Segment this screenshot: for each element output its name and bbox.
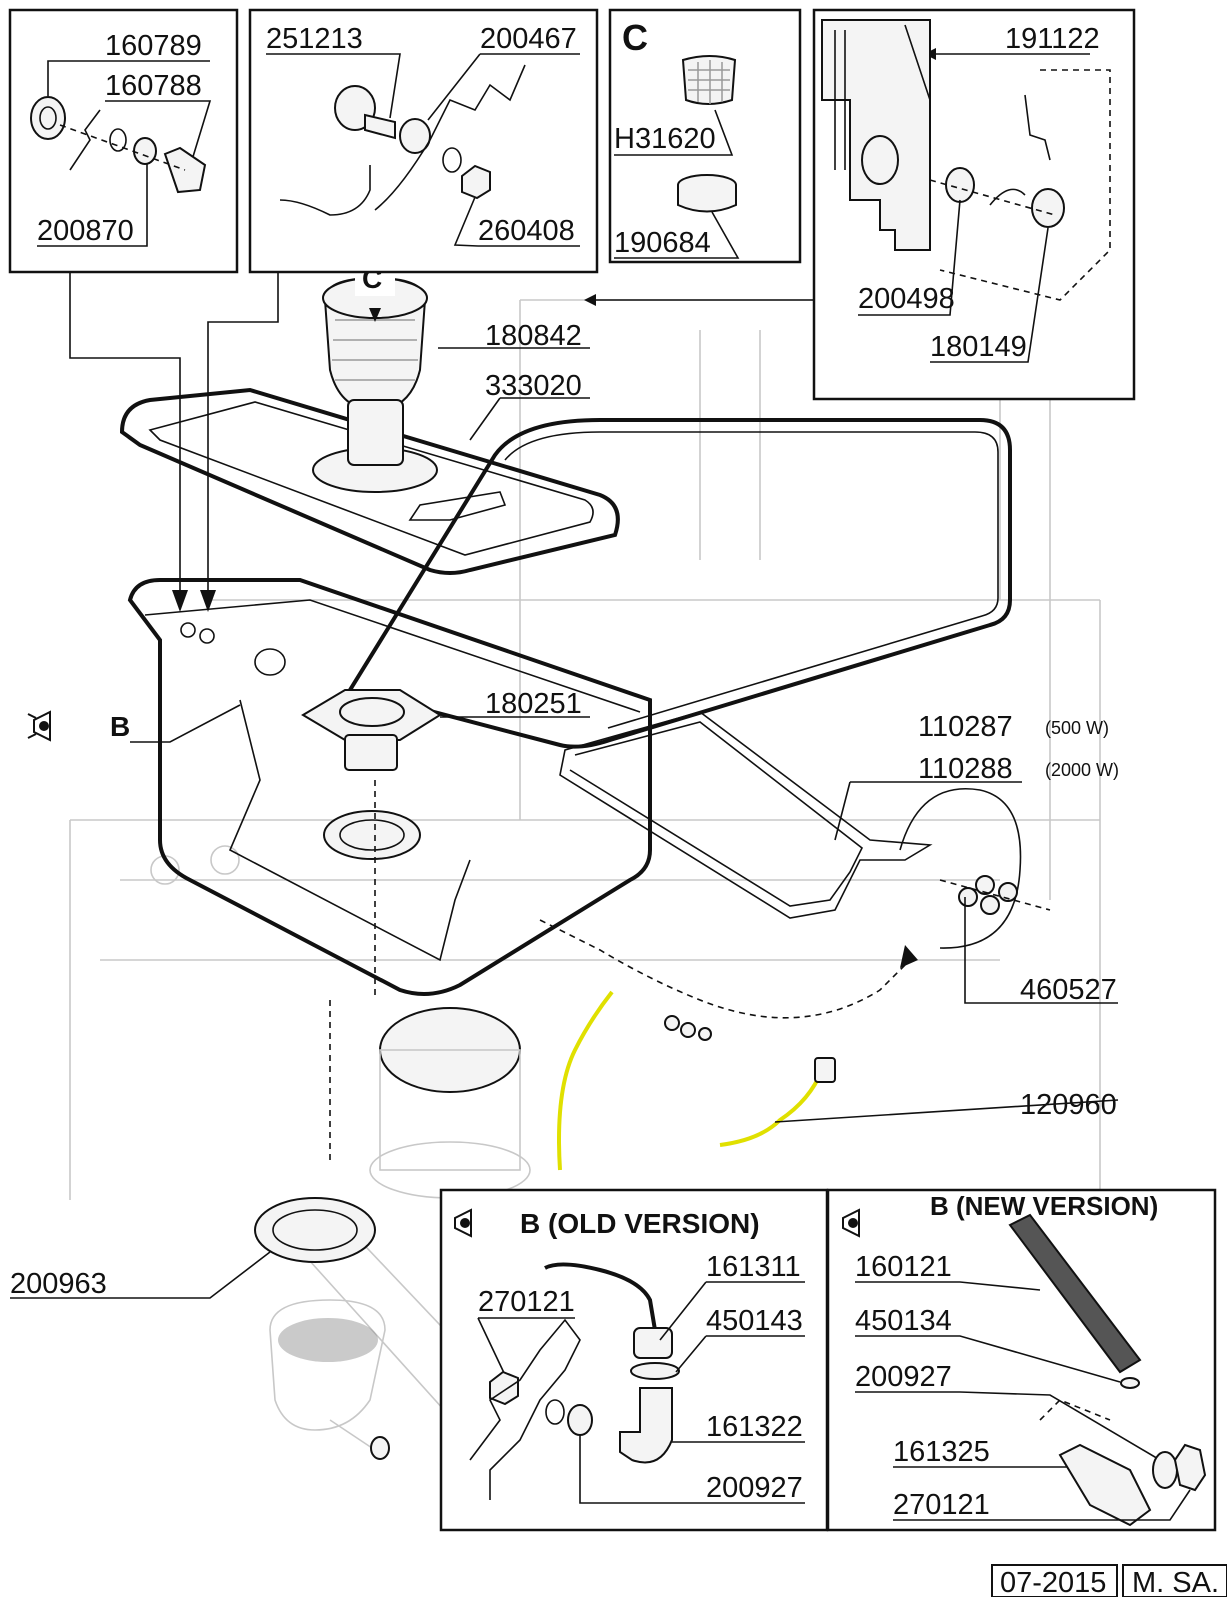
eye-icon <box>842 1208 860 1238</box>
footer-date: 07-2015 <box>1000 1567 1106 1597</box>
footer-author: M. SA. <box>1132 1567 1219 1597</box>
arrow-down-icon <box>369 308 381 322</box>
label-110288-note: (2000 W) <box>1045 760 1119 780</box>
eye-icon <box>27 710 51 742</box>
part-label-200870: 200870 <box>37 215 134 247</box>
part-label-160789: 160789 <box>105 30 202 62</box>
part-label-180149: 180149 <box>930 331 1027 363</box>
part-label-200498: 200498 <box>858 283 955 315</box>
part-label-160788: 160788 <box>105 70 202 102</box>
main-labels: 180842 333020 180251 110287 (500 W) 1102… <box>10 258 1119 1300</box>
label-110288: 110288 <box>918 753 1013 785</box>
leader-lines <box>10 272 1119 1299</box>
tank-assembly <box>119 276 1051 1460</box>
part-label-450143: 450143 <box>706 1305 803 1337</box>
eye-icon <box>454 1208 472 1238</box>
label-110287: 110287 <box>918 711 1013 743</box>
part-label-251213: 251213 <box>266 23 363 55</box>
part-label-161311: 161311 <box>706 1251 801 1283</box>
part-label-270121: 270121 <box>893 1489 990 1521</box>
box-top-mid: 251213 200467 260408 <box>248 8 599 274</box>
part-label-190684: 190684 <box>614 227 711 259</box>
label-180842: 180842 <box>485 320 582 352</box>
part-label-161325: 161325 <box>893 1436 990 1468</box>
footer: 07-2015 M. SA. <box>991 1564 1227 1597</box>
box-new-version: B (NEW VERSION) 160121 450134 200927 161… <box>826 1188 1217 1532</box>
label-180251: 180251 <box>485 688 582 720</box>
box-old-version: B (OLD VERSION) 161311 270121 450143 161… <box>439 1188 829 1532</box>
box-top-right: 191122 200498 180149 <box>812 8 1136 401</box>
part-label-200467: 200467 <box>480 23 577 55</box>
box-detail-c: C H31620 190684 <box>608 8 802 264</box>
label-333020: 333020 <box>485 370 582 402</box>
label-120960: 120960 <box>1020 1089 1117 1121</box>
part-label-270121: 270121 <box>478 1286 575 1318</box>
part-label-200927: 200927 <box>706 1472 803 1504</box>
box-top-left: 160789 160788 200870 <box>8 8 239 274</box>
part-label-191122: 191122 <box>1005 23 1100 55</box>
detail-c-letter: C <box>622 17 648 58</box>
new-version-title: B (NEW VERSION) <box>930 1191 1158 1221</box>
label-200963: 200963 <box>10 1268 107 1300</box>
part-label-260408: 260408 <box>478 215 575 247</box>
label-110287-note: (500 W) <box>1045 718 1109 738</box>
part-label-200927: 200927 <box>855 1361 952 1393</box>
label-460527: 460527 <box>1020 974 1117 1006</box>
ghost-frame <box>69 299 1101 1200</box>
part-label-450134: 450134 <box>855 1305 952 1337</box>
part-label-160121: 160121 <box>855 1251 952 1283</box>
part-label-161322: 161322 <box>706 1411 803 1443</box>
b-marker: B <box>110 711 130 742</box>
part-label-H31620: H31620 <box>614 123 716 155</box>
old-version-title: B (OLD VERSION) <box>520 1208 760 1239</box>
